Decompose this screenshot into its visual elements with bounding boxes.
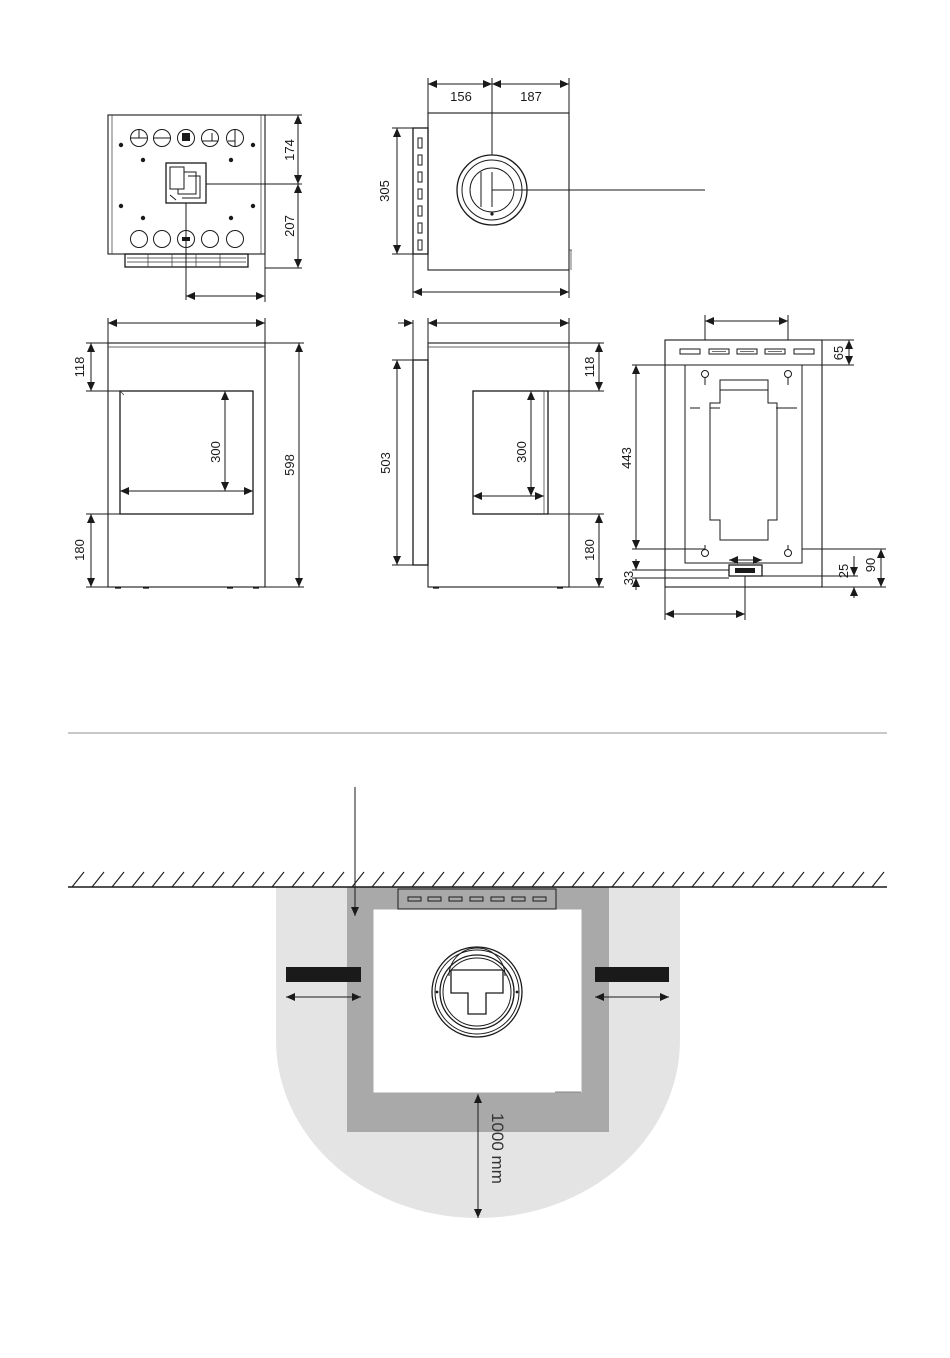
wall-hatching <box>72 872 884 887</box>
hatch-stroke <box>352 872 364 887</box>
hatch-stroke <box>672 872 684 887</box>
hatch-stroke <box>412 872 424 887</box>
dim-180-front: 180 <box>72 539 87 561</box>
hatch-stroke <box>272 872 284 887</box>
hatch-stroke <box>592 872 604 887</box>
dim-25: 25 <box>836 564 851 578</box>
back-view: 443 33 65 25 90 <box>619 315 886 620</box>
hatch-stroke <box>92 872 104 887</box>
hatch-stroke <box>812 872 824 887</box>
dim-180-side: 180 <box>582 539 597 561</box>
hatch-stroke <box>552 872 564 887</box>
hatch-stroke <box>392 872 404 887</box>
back-body <box>665 340 822 587</box>
hatch-stroke <box>692 872 704 887</box>
hatch-stroke <box>332 872 344 887</box>
hatch-stroke <box>712 872 724 887</box>
hatch-stroke <box>192 872 204 887</box>
hatch-stroke <box>752 872 764 887</box>
front-view: 300 118 180 598 <box>72 318 304 588</box>
dim-305: 305 <box>377 180 392 202</box>
left-clearance-bar <box>286 967 361 982</box>
top-view: 174 207 <box>108 115 302 302</box>
side-view: 300 503 118 180 <box>378 318 604 588</box>
hatch-stroke <box>72 872 84 887</box>
rear-top-view: 156 187 305 <box>377 78 705 298</box>
vent-slots <box>418 138 422 250</box>
front-distance-label: 1000 mm <box>488 1113 507 1184</box>
hatch-stroke <box>292 872 304 887</box>
hatch-stroke <box>852 872 864 887</box>
dim-33: 33 <box>621 571 636 585</box>
hatch-stroke <box>232 872 244 887</box>
stove-plan-body <box>374 910 581 1092</box>
hatch-stroke <box>632 872 644 887</box>
rear-top-body <box>428 113 569 270</box>
hatch-stroke <box>872 872 884 887</box>
hatch-stroke <box>792 872 804 887</box>
dim-300-side: 300 <box>514 441 529 463</box>
clearance-plan: 1000 mm <box>68 787 887 1218</box>
dim-300-front: 300 <box>208 441 223 463</box>
hatch-stroke <box>152 872 164 887</box>
hatch-stroke <box>532 872 544 887</box>
hatch-stroke <box>772 872 784 887</box>
hatch-stroke <box>732 872 744 887</box>
hatch-stroke <box>492 872 504 887</box>
dim-174: 174 <box>282 139 297 161</box>
hatch-stroke <box>612 872 624 887</box>
hatch-stroke <box>832 872 844 887</box>
hatch-stroke <box>312 872 324 887</box>
dim-503: 503 <box>378 452 393 474</box>
hatch-stroke <box>252 872 264 887</box>
hatch-stroke <box>472 872 484 887</box>
dim-118-front: 118 <box>72 357 87 378</box>
hatch-stroke <box>372 872 384 887</box>
dim-598: 598 <box>282 454 297 476</box>
hatch-stroke <box>112 872 124 887</box>
dim-90: 90 <box>863 558 878 572</box>
hatch-stroke <box>512 872 524 887</box>
dim-207: 207 <box>282 215 297 237</box>
dim-118-side: 118 <box>582 357 597 378</box>
hatch-stroke <box>572 872 584 887</box>
dim-156: 156 <box>450 89 472 104</box>
dim-443: 443 <box>619 447 634 469</box>
dim-65: 65 <box>831 346 846 360</box>
hatch-stroke <box>212 872 224 887</box>
hatch-stroke <box>652 872 664 887</box>
front-body <box>108 343 265 587</box>
right-clearance-bar <box>595 967 669 982</box>
hatch-stroke <box>432 872 444 887</box>
hatch-stroke <box>452 872 464 887</box>
hatch-stroke <box>132 872 144 887</box>
hatch-stroke <box>172 872 184 887</box>
dim-187: 187 <box>520 89 542 104</box>
